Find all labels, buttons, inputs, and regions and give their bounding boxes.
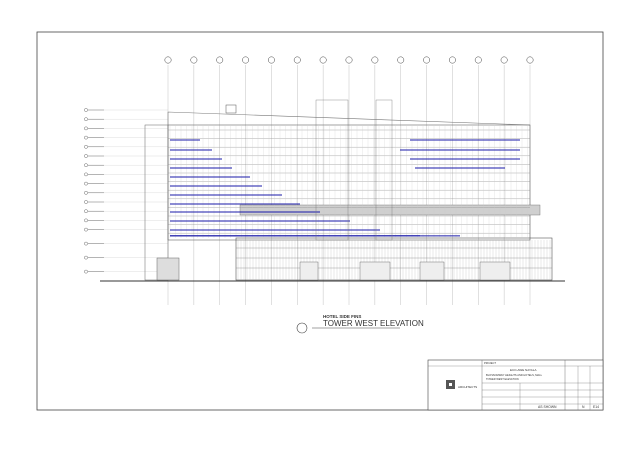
rooftop-box [225,104,237,114]
level-marker-icon [84,135,88,140]
level-marker-icon [84,144,88,149]
grid-bubble [526,56,534,64]
grid-bubble [474,56,482,64]
project-name: ECO-AWE NAYALA [510,368,536,372]
title-block-frame [427,359,604,411]
level-marker-icon [84,200,88,204]
level-marker-icon [84,181,88,186]
level-marker-icon [84,190,88,195]
floor-lines [168,129,530,234]
tower-roof-outline [167,111,531,126]
grid-bubble [164,56,172,64]
caption-bubble [296,322,308,334]
title-block: ARCHITECTS PROJECT ECO-AWE NAYALA BLOSSO… [427,359,604,411]
grid-bubble [190,56,198,64]
level-markers [84,108,168,274]
caption-title: TOWER WEST ELEVATION [323,319,424,328]
level-marker-icon [84,117,88,121]
drawing-title-line-2: TOWER WEST ELEVATION [486,377,519,381]
sheet-border [36,31,604,411]
level-marker-icon [84,108,88,112]
core-strip-2 [375,99,393,241]
hotel-side-fins [170,139,520,237]
podium-opening [419,261,445,281]
level-marker-icon [84,255,88,260]
level-marker-icon [84,269,88,274]
project-label: PROJECT [484,361,497,365]
sheet-letter: N [582,405,585,409]
level-marker-icon [84,163,88,167]
left-podium-block [144,124,169,281]
level-marker-icon [84,126,88,131]
firm-name: ARCHITECTS [458,385,477,389]
grid-bubble [397,56,405,64]
drawing-caption: HOTEL SIDE FINS TOWER WEST ELEVATION [296,314,424,334]
facade-mullions [169,126,528,238]
level-marker-icon [84,218,88,223]
caption-small: HOTEL SIDE FINS [323,314,361,319]
sheet-number: E14 [593,405,599,409]
podium-opening [359,261,391,281]
left-base-block [156,257,180,281]
grid-bubble [345,56,353,64]
core-strip-1 [315,99,349,241]
building-elevation [100,99,565,282]
column-grid [164,56,534,305]
podium-opening [479,261,511,281]
level-marker-icon [84,227,88,232]
grid-bubble [216,56,224,64]
grid-bubble [242,56,250,64]
level-marker-icon [84,209,88,213]
grid-bubble [371,56,379,64]
grid-bubble [448,56,456,64]
grid-bubble [423,56,431,64]
grid-bubble [267,56,275,64]
grid-bubble [500,56,508,64]
scale-value: AS SHOWN [538,405,557,409]
grid-bubble [293,56,301,64]
podium-curtain-wall [236,240,552,281]
drawing-title-line-1: BLOSSOMWAY HEIGHTS AND HOTELS, MALL [486,373,543,377]
level-marker-icon [84,172,88,177]
podium-opening [299,261,319,281]
grid-bubble [319,56,327,64]
level-marker-icon [84,154,88,158]
level-marker-icon [84,241,88,246]
